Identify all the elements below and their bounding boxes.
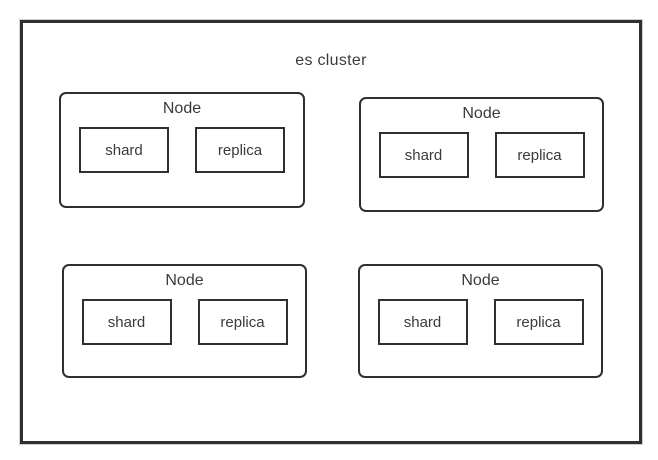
node-label: Node <box>462 105 501 122</box>
node-box-bottom-left: Node shard replica <box>62 264 307 378</box>
cluster-title: es cluster <box>295 52 367 69</box>
node-box-top-right: Node shard replica <box>359 97 604 212</box>
replica-box: replica <box>197 299 288 345</box>
replica-box: replica <box>494 132 585 178</box>
node-label: Node <box>162 100 202 117</box>
node-box-top-left: Node shard replica <box>59 92 305 208</box>
replica-box: replica <box>493 299 584 345</box>
node-label: Node <box>165 272 204 289</box>
shard-box: shard <box>81 299 172 345</box>
node-content-row: shard replica <box>360 299 601 345</box>
node-box-bottom-right: Node shard replica <box>358 264 603 378</box>
shard-box: shard <box>79 127 169 173</box>
node-label: Node <box>461 272 500 289</box>
shard-box: shard <box>377 299 468 345</box>
es-cluster-box: es cluster Node shard replica Node shard… <box>20 20 642 444</box>
replica-box: replica <box>195 127 285 173</box>
node-content-row: shard replica <box>64 299 305 345</box>
shard-box: shard <box>378 132 469 178</box>
node-content-row: shard replica <box>361 132 602 178</box>
node-content-row: shard replica <box>61 127 303 173</box>
